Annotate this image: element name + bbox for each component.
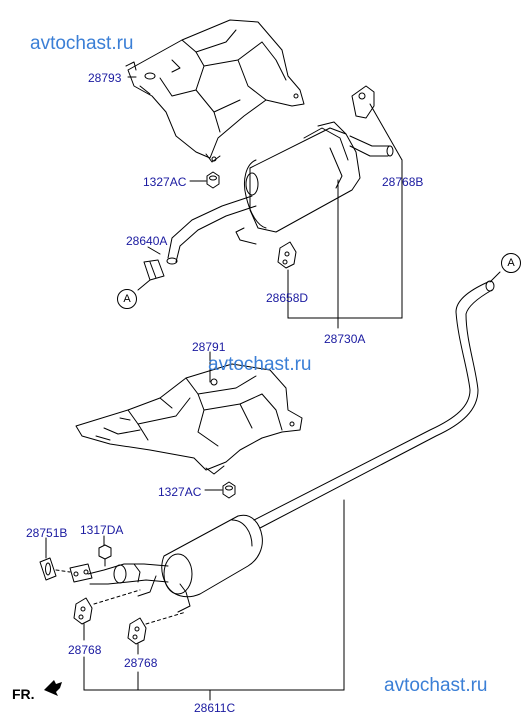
rubber-hanger-upper-drawing [277,241,297,269]
label-center-muffler-assy: 28611C [194,701,236,715]
nut-lower-drawing [222,481,236,499]
label-hanger-right: 28768 [124,656,158,670]
watermark-bottom: avtochast.ru [384,675,488,696]
label-nut-upper: 1327AC [143,175,187,189]
label-rear-muffler-assy: 28768B [382,175,424,189]
watermark-top: avtochast.ru [30,33,134,54]
rear-heat-shield-drawing [125,19,305,163]
connector-a-lower: A [501,253,521,273]
rubber-hanger-right-drawing [127,617,147,645]
watermark-middle: avtochast.ru [208,354,312,375]
front-arrow-icon [44,680,62,696]
connector-a-upper: A [117,289,137,309]
label-hanger-upper: 28658D [266,291,309,305]
bolt-drawing [98,544,112,567]
rubber-hanger-left-drawing [73,597,93,625]
nut-upper-drawing [206,171,220,189]
intermediate-pipe-drawing [253,280,495,529]
label-bolt: 1317DA [80,523,124,537]
label-nut-lower: 1327AC [158,485,202,499]
rear-muffler-drawing [166,85,394,265]
label-tail-pipe: 28640A [126,234,168,248]
center-heat-shield-drawing [75,363,303,475]
gasket-drawing [39,557,57,581]
label-heat-shield-center: 28791 [192,340,226,354]
label-muffler-assy: 28730A [324,332,366,346]
front-direction-label: FR. [12,686,35,702]
label-hanger-left: 28768 [68,643,102,657]
center-muffler-drawing [69,514,263,613]
tail-clamp-drawing [143,259,165,281]
label-heat-shield-rear: 28793 [88,71,122,85]
label-gasket: 28751B [26,526,68,540]
